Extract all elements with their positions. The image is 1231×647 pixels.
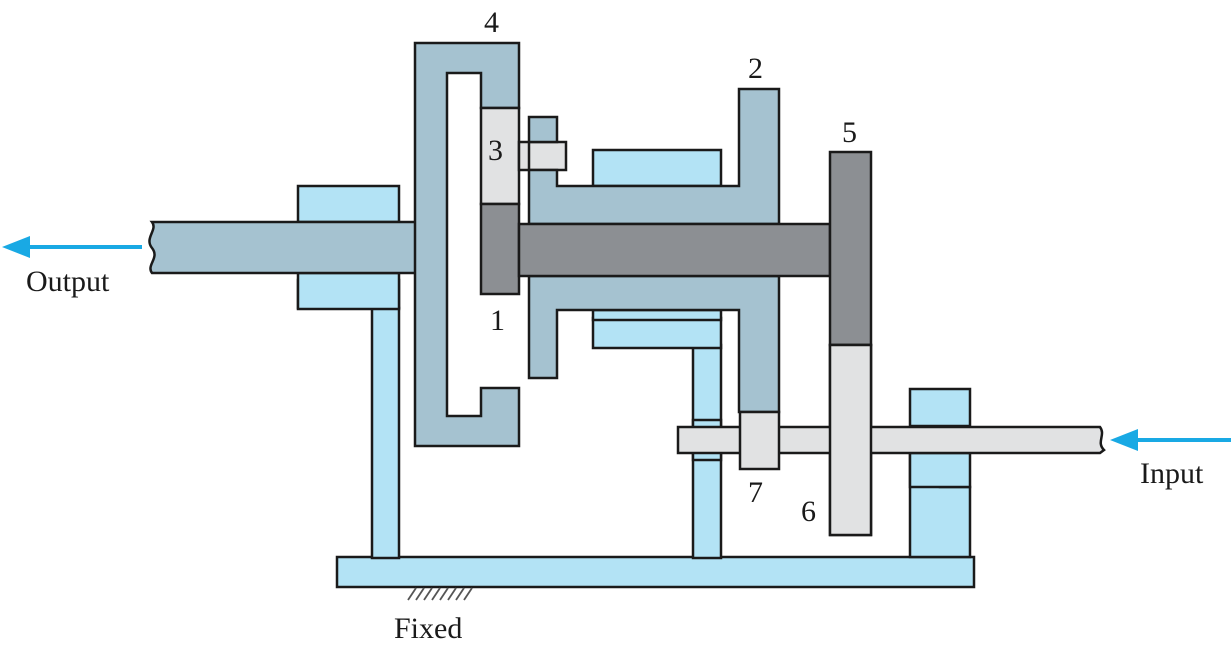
gear-6-front <box>828 343 873 537</box>
label-input: Input <box>1140 457 1204 490</box>
central-shaft <box>517 222 832 278</box>
input-shaft <box>676 425 1106 455</box>
output-bearing-top <box>296 184 401 224</box>
planet-pin <box>517 140 568 172</box>
label-gear-5: 5 <box>842 116 857 149</box>
output-bearing-bottom <box>296 271 401 311</box>
sun-gear-1 <box>479 202 521 296</box>
middle-column-arm <box>591 316 723 350</box>
input-arrow <box>1110 429 1231 451</box>
left-column <box>370 306 401 560</box>
label-gear-4: 4 <box>484 6 499 39</box>
label-gear-1: 1 <box>490 304 505 337</box>
sleeve-bearing-bottom <box>591 308 723 322</box>
gear-5 <box>828 150 873 347</box>
ground-hatch <box>407 587 473 601</box>
fixed-frame <box>296 148 976 589</box>
gear-7 <box>738 410 781 471</box>
label-gear-2: 2 <box>748 52 763 85</box>
label-fixed: Fixed <box>394 612 462 645</box>
input-bearing-bottom <box>908 451 972 489</box>
output-shaft-body <box>148 220 420 275</box>
input-bearing-top <box>908 387 972 428</box>
base-plate <box>335 555 976 589</box>
sleeve-lower <box>527 274 781 414</box>
output-shaft <box>148 220 420 275</box>
label-output: Output <box>26 265 110 298</box>
sleeve-bearing-top <box>591 148 723 188</box>
output-arrow <box>2 236 142 258</box>
label-gear-6: 6 <box>801 495 816 528</box>
label-gear-3: 3 <box>488 134 503 167</box>
label-gear-7: 7 <box>748 476 763 509</box>
